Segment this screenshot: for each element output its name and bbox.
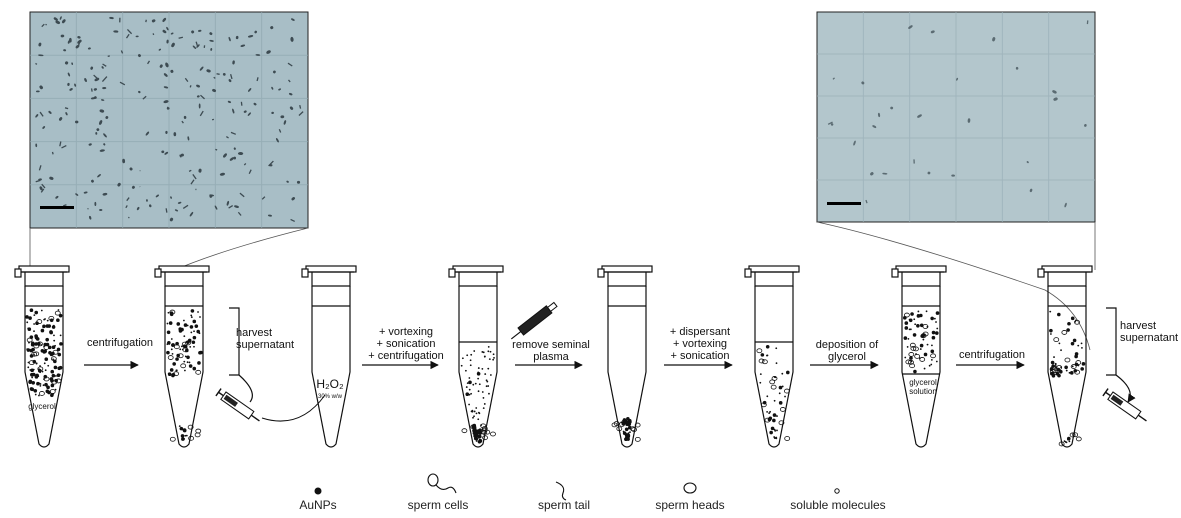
step-deposition-of-glycerol: deposition of glycerol — [815, 339, 879, 363]
tube-label-glycerol: glycerol — [28, 402, 56, 411]
step-vortexing-2: + vortexing — [672, 338, 728, 350]
step-harvest-supernatant-1: harvest supernatant — [236, 327, 295, 351]
legend-sperm-heads-label: sperm heads — [655, 498, 725, 512]
tube-label-glycerol-solution: glycerol solution — [909, 378, 937, 396]
tube-label-h2o2: H₂O₂ — [316, 377, 344, 391]
legend-aunps-label: AuNPs — [299, 498, 337, 512]
tube-label-h2o2-conc: 30% w/w — [317, 394, 342, 400]
microcentrifuge-tube-icon — [891, 265, 947, 448]
sperm-tail-icon — [555, 481, 567, 501]
syringe-icon — [215, 388, 260, 422]
step-sonication: + sonication — [376, 338, 436, 350]
step-sonication-2: + sonication — [670, 350, 730, 362]
legend-sperm-tail-label: sperm tail — [537, 498, 590, 512]
step-vortex-group: + vortexing + sonication + centrifugatio… — [362, 326, 450, 362]
legend-aunps: AuNPs — [288, 476, 348, 512]
legend-soluble-molecules: soluble molecules — [778, 476, 898, 512]
step-dispersant: + dispersant — [669, 326, 731, 338]
sperm-head-icon — [683, 482, 697, 494]
syringe-icon — [1102, 388, 1147, 422]
legend-soluble-molecules-label: soluble molecules — [790, 498, 886, 512]
aunp-icon — [314, 487, 322, 495]
scale-bar-icon — [827, 202, 861, 205]
step-dispersant-group: + dispersant + vortexing + sonication — [664, 326, 736, 362]
legend-sperm-cells: sperm cells — [398, 476, 478, 512]
scale-bar-icon — [40, 206, 74, 209]
microcentrifuge-tube-icon — [1037, 265, 1093, 448]
step-centrifugation-1: centrifugation — [86, 337, 154, 349]
step-remove-seminal-plasma: remove seminal plasma — [512, 339, 590, 363]
microcentrifuge-tube-icon — [448, 265, 504, 448]
legend-sperm-heads: sperm heads — [648, 476, 732, 512]
microcentrifuge-tube-icon — [301, 265, 357, 448]
legend-icons — [314, 473, 840, 501]
microcentrifuge-tube-icon — [154, 265, 210, 448]
step-centrifugation-2: centrifugation — [958, 349, 1026, 361]
step-vortexing: + vortexing — [378, 326, 434, 338]
microcentrifuge-tube-icon — [744, 265, 800, 448]
sperm-cell-icon — [427, 473, 457, 494]
syringe-icon — [510, 301, 558, 340]
step-centrifugation: + centrifugation — [368, 350, 444, 362]
step-harvest-supernatant-2: harvest supernatant — [1120, 320, 1179, 344]
soluble-molecule-icon — [834, 488, 840, 494]
legend-sperm-tail: sperm tail — [524, 476, 604, 512]
micrograph-before — [29, 11, 309, 229]
microcentrifuge-tube-icon — [14, 265, 70, 448]
microcentrifuge-tube-icon — [597, 265, 653, 448]
micrograph-after — [816, 11, 1096, 223]
legend-sperm-cells-label: sperm cells — [407, 498, 469, 512]
